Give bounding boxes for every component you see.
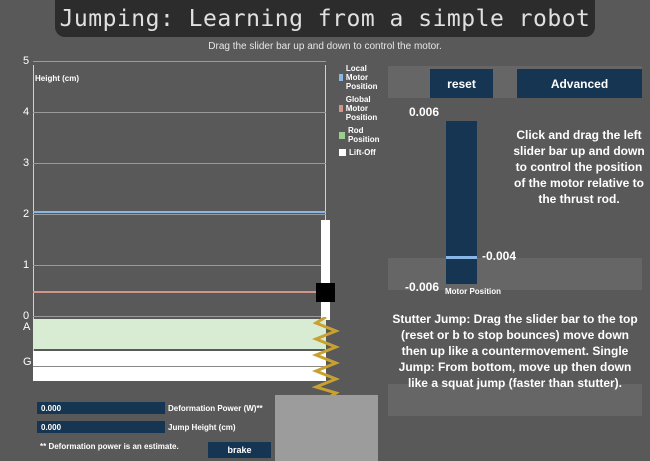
height-plot: 5 4 3 2 1 0 Height (cm) A G Local Motor …	[0, 55, 390, 461]
legend-label: Rod Position	[347, 126, 380, 144]
global-motor-position-line	[33, 290, 326, 293]
jump-height-label: Jump Height (cm)	[168, 423, 236, 432]
slider-caption: Motor Position	[445, 287, 501, 296]
brake-button[interactable]: brake	[208, 442, 271, 458]
rod-position-band	[33, 319, 326, 349]
tick-label: 4	[23, 106, 30, 118]
legend-item: Lift-Off	[339, 148, 390, 157]
gridline-3	[33, 163, 326, 164]
motor-position-slider[interactable]	[446, 121, 477, 284]
deformation-power-field: 0.000	[37, 402, 165, 414]
deformation-power-label: Deformation Power (W)**	[168, 404, 263, 413]
tick-label: 3	[23, 157, 30, 169]
legend-label: Global Motor Position	[345, 95, 378, 122]
title-bar: Jumping: Learning from a simple robot	[55, 0, 595, 37]
legend-swatch	[339, 149, 346, 156]
gridline-4	[33, 112, 326, 113]
marker-label-a: A	[23, 321, 31, 333]
help-text: Click and drag the left slider bar up an…	[513, 128, 645, 206]
spring-icon	[312, 317, 340, 399]
marker-label-g: G	[23, 356, 32, 368]
slider-max-label: 0.006	[409, 105, 440, 119]
legend-item: Rod Position	[339, 126, 390, 144]
reset-button[interactable]: reset	[430, 69, 493, 98]
gridline-1	[33, 265, 326, 266]
right-panel-stripe	[388, 258, 642, 290]
tick-label: 5	[23, 55, 30, 67]
tick-label: 1	[23, 259, 30, 271]
tick-label: 0	[23, 310, 30, 322]
page-title: Jumping: Learning from a simple robot	[59, 5, 591, 32]
jump-instructions: Stutter Jump: Drag the slider bar to the…	[392, 312, 638, 390]
y-axis-label: Height (cm)	[35, 74, 79, 83]
robot-base	[275, 395, 378, 461]
jump-height-field: 0.000	[37, 421, 165, 433]
legend-item: Global Motor Position	[339, 95, 390, 122]
gridline-0	[33, 316, 326, 317]
advanced-button[interactable]: Advanced	[517, 69, 642, 98]
instruction-text: Drag the slider bar up and down to contr…	[208, 41, 442, 52]
legend-swatch	[339, 131, 345, 139]
slider-thumb[interactable]	[446, 255, 477, 259]
thrust-rod	[321, 220, 330, 320]
right-panel-stripe	[388, 384, 642, 416]
gridline-5	[33, 61, 326, 62]
legend: Local Motor Position Global Motor Positi…	[339, 64, 390, 157]
y-axis-line	[33, 65, 34, 375]
tick-label: 2	[23, 208, 30, 220]
legend-label: Local Motor Position	[345, 64, 378, 91]
legend-label: Lift-Off	[349, 148, 376, 157]
legend-swatch	[339, 74, 343, 81]
footnote: ** Deformation power is an estimate.	[40, 442, 179, 451]
gridline-2	[33, 214, 326, 215]
slider-min-label: -0.006	[405, 280, 440, 294]
motor-block[interactable]	[316, 283, 335, 302]
local-motor-position-line	[33, 211, 326, 214]
slider-value-label: -0.004	[482, 248, 517, 263]
ground-line	[33, 366, 326, 367]
legend-item: Local Motor Position	[339, 64, 390, 91]
legend-swatch	[339, 105, 343, 112]
